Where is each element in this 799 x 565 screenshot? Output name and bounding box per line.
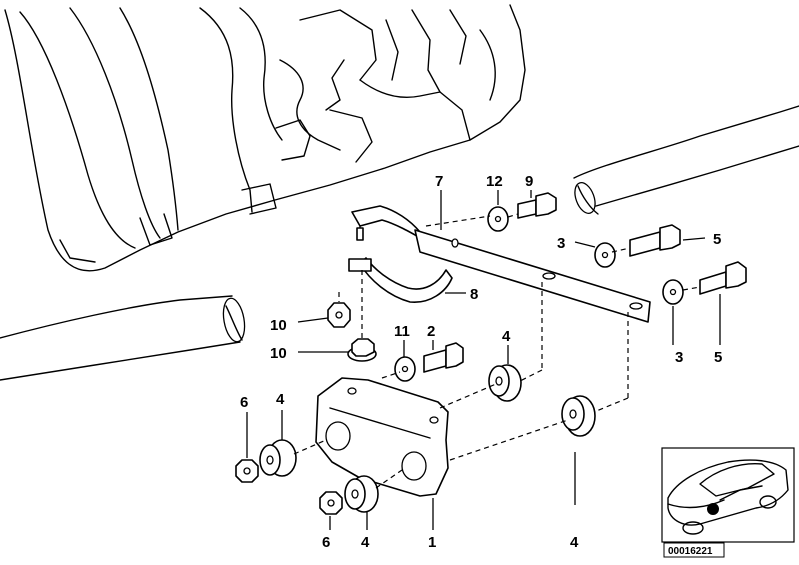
callout-6: 6 bbox=[322, 534, 330, 551]
exhaust-clamp bbox=[348, 205, 453, 303]
callout-4: 4 bbox=[502, 328, 511, 345]
callout-5: 5 bbox=[713, 231, 721, 248]
rubber-mount bbox=[259, 439, 297, 477]
leader-lines bbox=[246, 190, 721, 530]
hex-bolt bbox=[517, 192, 557, 219]
hex-nut bbox=[319, 491, 343, 515]
washer bbox=[487, 206, 509, 232]
callout-1: 1 bbox=[428, 534, 436, 551]
callout-3: 3 bbox=[557, 235, 565, 252]
rubber-mount bbox=[561, 395, 596, 437]
callout-6: 6 bbox=[240, 394, 248, 411]
callout-12: 12 bbox=[486, 173, 503, 190]
callout-10: 10 bbox=[270, 345, 287, 362]
support-bracket bbox=[414, 229, 651, 323]
callout-7: 7 bbox=[435, 173, 443, 190]
carrier-plate bbox=[315, 377, 449, 497]
assembly-lines bbox=[293, 213, 701, 489]
hex-bolt bbox=[423, 342, 464, 373]
washer bbox=[662, 279, 684, 305]
callout-labels: 7 12 9 3 5 8 10 10 11 2 4 3 5 6 4 6 4 1 … bbox=[240, 173, 722, 551]
callout-5: 5 bbox=[714, 349, 722, 366]
callout-4: 4 bbox=[570, 534, 579, 551]
reference-number: 00016221 bbox=[668, 546, 713, 557]
hex-nut bbox=[327, 302, 351, 328]
exhaust-pipe-right bbox=[573, 105, 799, 215]
callout-11: 11 bbox=[394, 323, 410, 340]
callout-3: 3 bbox=[675, 349, 683, 366]
transmission-housing bbox=[4, 4, 526, 272]
rubber-mount bbox=[344, 475, 379, 513]
callout-8: 8 bbox=[470, 286, 478, 303]
callout-4: 4 bbox=[361, 534, 370, 551]
hex-nut bbox=[235, 459, 259, 483]
hex-bolt bbox=[699, 261, 747, 295]
callout-9: 9 bbox=[525, 173, 533, 190]
car-silhouette-icon bbox=[667, 459, 789, 535]
rubber-mount bbox=[488, 364, 522, 402]
hex-bolt bbox=[629, 224, 681, 257]
callout-10: 10 bbox=[270, 317, 287, 334]
callout-2: 2 bbox=[427, 323, 435, 340]
washer bbox=[394, 356, 416, 382]
callout-4: 4 bbox=[276, 391, 285, 408]
locator-inset: 00016221 bbox=[661, 447, 795, 558]
flange-nut bbox=[347, 338, 377, 362]
exhaust-pipe-left bbox=[0, 295, 246, 381]
washer bbox=[594, 242, 616, 268]
location-marker bbox=[707, 503, 719, 515]
